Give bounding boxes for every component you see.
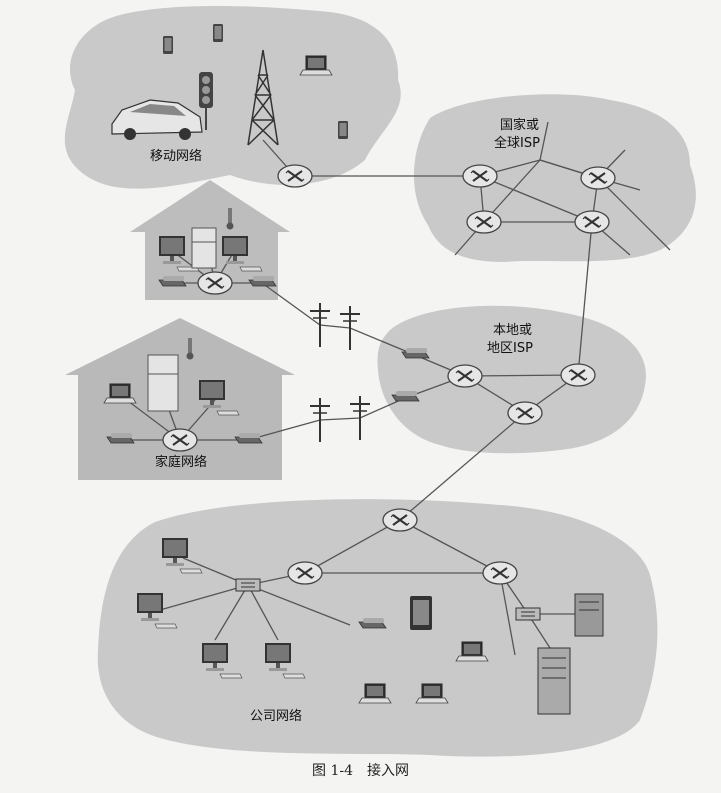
- router-icon: [482, 561, 518, 585]
- switch-icon: [235, 578, 261, 592]
- traffic-light-icon: [199, 72, 213, 130]
- router-icon: [560, 363, 596, 387]
- router-icon: [580, 166, 616, 190]
- national-isp-label-line2: 全球ISP: [494, 135, 540, 151]
- local-isp-label-line1: 本地或: [493, 323, 532, 338]
- phone-icon: [163, 36, 173, 54]
- mobile-network-label: 移动网络: [150, 148, 202, 164]
- router-icon: [466, 210, 502, 234]
- server-icon: [537, 647, 571, 715]
- cell-tower-icon: [247, 49, 279, 146]
- switch-icon: [515, 607, 541, 621]
- thermometer-icon: [226, 208, 234, 230]
- fridge-icon: [147, 354, 179, 412]
- utility-pole-icon: [339, 305, 361, 351]
- router-icon: [197, 271, 233, 295]
- phone-icon: [213, 24, 223, 42]
- national-isp-label-line1: 国家或: [500, 117, 539, 133]
- phone-icon: [338, 121, 348, 139]
- router-icon: [162, 428, 198, 452]
- local-isp-cloud: [377, 305, 646, 454]
- national-isp-cloud: [413, 94, 696, 262]
- server-icon: [574, 593, 604, 637]
- home-network-label: 家庭网络: [155, 454, 207, 470]
- router-icon: [277, 164, 313, 188]
- router-icon: [574, 210, 610, 234]
- company-network-label: 公司网络: [250, 708, 302, 724]
- router-icon: [382, 508, 418, 532]
- router-icon: [507, 401, 543, 425]
- utility-pole-icon: [309, 302, 331, 348]
- local-isp-label-line2: 地区ISP: [487, 341, 533, 356]
- thermometer-icon: [186, 338, 194, 360]
- car-icon: [111, 99, 203, 140]
- tablet-icon: [410, 596, 432, 630]
- router-icon: [287, 561, 323, 585]
- figure-caption: 图 1-4 接入网: [312, 762, 409, 779]
- fridge-icon: [191, 227, 217, 269]
- mobile-network-cloud: [64, 6, 401, 189]
- router-icon: [462, 164, 498, 188]
- router-icon: [447, 364, 483, 388]
